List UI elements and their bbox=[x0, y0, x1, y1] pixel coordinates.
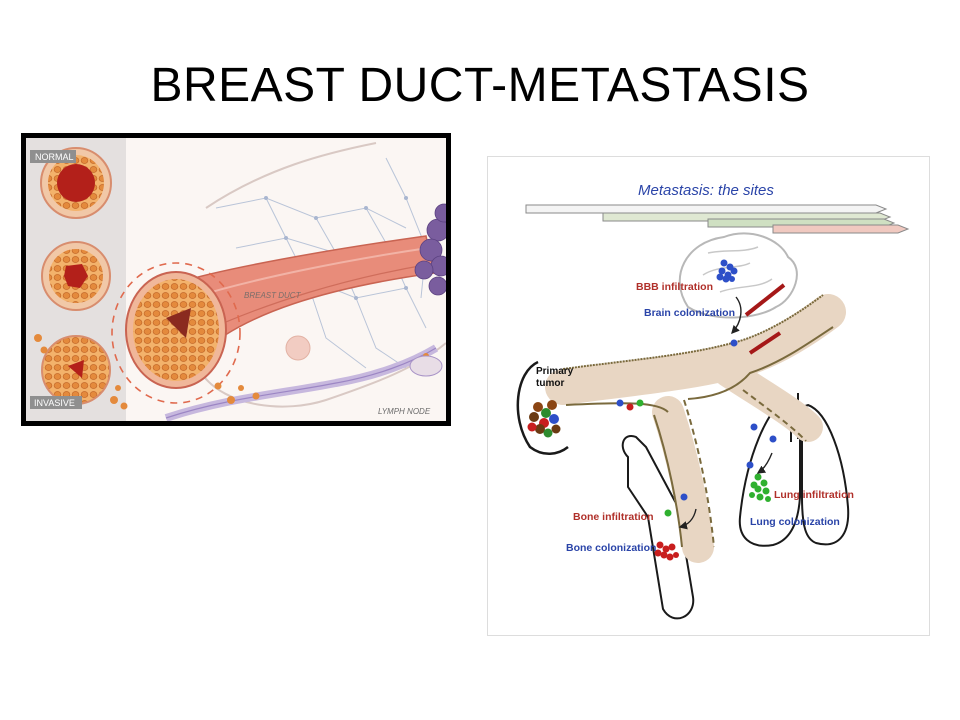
primary-tumor-bracket bbox=[516, 360, 569, 455]
right-lung-outline bbox=[801, 403, 850, 546]
diagram-title: Metastasis: the sites bbox=[638, 182, 774, 199]
normal-label: NORMAL bbox=[35, 152, 74, 162]
slide-title: BREAST DUCT-METASTASIS bbox=[150, 59, 810, 112]
brain-outline bbox=[678, 232, 798, 319]
body-outline bbox=[205, 142, 377, 209]
bbb-barrier bbox=[744, 283, 786, 317]
breast-duct-illustration: NORMAL INVASIVE bbox=[21, 133, 451, 426]
metastasis-svg: Metastasis: the sites bbox=[516, 182, 910, 620]
metastasis-sites-diagram: Metastasis: the sites bbox=[487, 156, 930, 636]
duct-label: BREAST DUCT bbox=[244, 291, 302, 300]
brain-metastasis-cluster bbox=[716, 259, 738, 283]
lung-arrow bbox=[756, 452, 773, 474]
normal-duct-stage bbox=[40, 147, 112, 219]
lymph-node-label: LYMPH NODE bbox=[378, 407, 431, 416]
lung-metastasis-cluster bbox=[749, 473, 771, 502]
bone-arrow bbox=[678, 508, 697, 530]
duct-cross-section bbox=[125, 271, 227, 389]
invasion-ring bbox=[111, 262, 241, 404]
bone-infiltration-label: Bone infiltration bbox=[573, 511, 654, 523]
left-lung-outline bbox=[738, 395, 801, 547]
lymph-node-cluster bbox=[414, 203, 446, 296]
bone-metastasis-cluster bbox=[654, 541, 679, 561]
hyperplasia-duct-stage bbox=[41, 241, 111, 311]
timeline-arrows bbox=[525, 204, 910, 234]
brain-label: Brain colonization bbox=[644, 307, 735, 319]
bone-outline bbox=[621, 435, 695, 620]
primary-tumor-cluster bbox=[527, 400, 561, 438]
invasive-tag-bg bbox=[30, 396, 82, 409]
circulating-cells bbox=[616, 339, 777, 517]
brain-arrow bbox=[731, 296, 742, 335]
breast-duct-svg: NORMAL INVASIVE bbox=[26, 138, 446, 421]
primary-label-line1: Primary bbox=[536, 366, 574, 377]
normal-tag-bg bbox=[30, 150, 76, 163]
nipple bbox=[285, 335, 311, 361]
primary-label-line2: tumor bbox=[536, 378, 564, 389]
invasive-label: INVASIVE bbox=[34, 398, 75, 408]
vessel-network bbox=[545, 294, 846, 563]
bone-colonization-label: Bone colonization bbox=[566, 542, 656, 554]
lung-colonization-label: Lung colonization bbox=[750, 516, 840, 528]
lung-infiltration-label: Lung infiltration bbox=[774, 489, 854, 501]
bbb-label: BBB infiltration bbox=[636, 281, 713, 293]
